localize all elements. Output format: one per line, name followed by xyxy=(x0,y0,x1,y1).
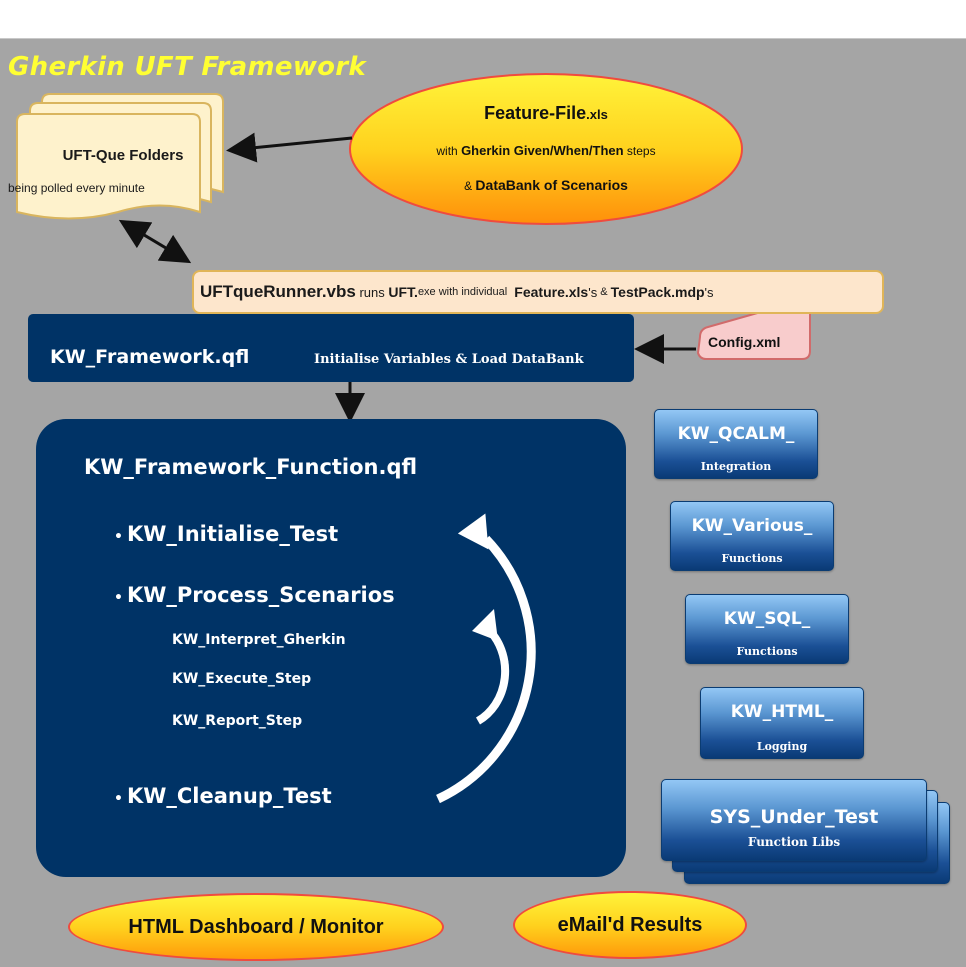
library-sub: Integration xyxy=(700,460,772,473)
library-various: KW_Various_ Functions xyxy=(670,501,834,571)
inner-loop-arrow-icon xyxy=(475,626,510,725)
library-qcalm: KW_QCALM_ Integration xyxy=(654,409,818,479)
kw-framework-function-title: KW_Framework_Function.qfl xyxy=(84,455,418,479)
kw-framework-title: KW_Framework.qfl xyxy=(50,346,250,368)
runner-testpack-suffix: 's xyxy=(704,284,714,300)
bullet: • xyxy=(114,791,123,807)
feature-file-name: Feature-File xyxy=(484,103,587,123)
library-html: KW_HTML_ Logging xyxy=(700,687,864,759)
feature-file-gherkin: Gherkin Given/When/Then xyxy=(461,143,624,158)
runner-amp: & xyxy=(597,286,611,298)
runner-testpack: TestPack.mdp xyxy=(610,284,705,300)
que-folders-title: UFT-Que Folders xyxy=(62,147,184,164)
runner-runs: runs xyxy=(355,284,389,300)
feature-file-line2: with Gherkin Given/When/Then steps xyxy=(350,143,742,158)
feature-file-ellipse xyxy=(349,73,743,225)
feature-file-databank: DataBank of Scenarios xyxy=(475,177,628,193)
arrow-folders-runner xyxy=(118,219,192,264)
runner-uft: UFT. xyxy=(388,284,418,300)
que-folders-shape xyxy=(16,93,224,220)
library-sub: Functions xyxy=(721,552,783,565)
kw-framework-box: KW_Framework.qfl Initialise Variables & … xyxy=(28,314,634,382)
substep-execute-step: KW_Execute_Step xyxy=(172,671,312,687)
inner-loop-arrowhead-icon xyxy=(472,609,498,641)
step-label: KW_Process_Scenarios xyxy=(126,583,395,607)
library-sub: Logging xyxy=(756,740,808,753)
library-sys-under-test: SYS_Under_Test Function Libs xyxy=(661,779,927,861)
feature-file-amp: & xyxy=(464,179,476,193)
outer-loop-arrow-icon xyxy=(436,535,536,804)
feature-file-ext: .xls xyxy=(586,107,608,122)
feature-file-title: Feature-File.xls xyxy=(350,103,742,124)
library-sub: Functions xyxy=(736,645,798,658)
library-name: SYS_Under_Test xyxy=(709,806,879,828)
step-initialise-test: •KW_Initialise_Test xyxy=(114,522,338,546)
library-name: KW_QCALM_ xyxy=(677,424,795,444)
library-sql: KW_SQL_ Functions xyxy=(685,594,849,664)
diagram-title: Gherkin UFT Framework xyxy=(8,52,367,82)
step-process-scenarios: •KW_Process_Scenarios xyxy=(114,583,395,607)
runner-feature-suffix: 's xyxy=(588,284,598,300)
bullet: • xyxy=(114,529,123,545)
connectors-layer xyxy=(16,73,811,423)
runner-exe: exe with individual xyxy=(417,286,511,298)
diagram-canvas: Gherkin UFT Framework xyxy=(0,38,966,967)
arrow-feature-to-folders xyxy=(226,132,353,163)
step-label: KW_Cleanup_Test xyxy=(126,784,332,808)
library-name: KW_SQL_ xyxy=(723,609,811,629)
feature-file-line3: & DataBank of Scenarios xyxy=(350,177,742,193)
step-cleanup-test: •KW_Cleanup_Test xyxy=(114,784,332,808)
kw-framework-function-box: KW_Framework_Function.qfl •KW_Initialise… xyxy=(36,419,626,877)
runner-feature: Feature.xls xyxy=(514,284,589,300)
que-folders-subtitle: being polled every minute xyxy=(8,181,145,195)
step-label: KW_Initialise_Test xyxy=(126,522,339,546)
library-sub: Function Libs xyxy=(747,835,841,849)
uft-que-runner-box: UFTqueRunner.vbs runs UFT. exe with indi… xyxy=(192,270,884,314)
loop-arrows xyxy=(436,513,536,804)
output-email-results: eMail'd Results xyxy=(513,891,747,959)
config-shape xyxy=(696,299,811,360)
outer-loop-arrowhead-icon xyxy=(457,513,489,550)
library-name: KW_HTML_ xyxy=(730,702,834,722)
substep-interpret-gherkin: KW_Interpret_Gherkin xyxy=(172,632,346,648)
kw-framework-subtitle: Initialise Variables & Load DataBank xyxy=(314,352,584,367)
substep-report-step: KW_Report_Step xyxy=(172,713,303,729)
bullet: • xyxy=(114,590,123,606)
output-html-dashboard: HTML Dashboard / Monitor xyxy=(68,893,444,961)
config-label: Config.xml xyxy=(708,334,781,350)
library-name: KW_Various_ xyxy=(691,516,813,536)
feature-file-steps: steps xyxy=(623,144,656,158)
runner-script: UFTqueRunner.vbs xyxy=(200,282,356,301)
feature-file-with: with xyxy=(436,144,462,158)
